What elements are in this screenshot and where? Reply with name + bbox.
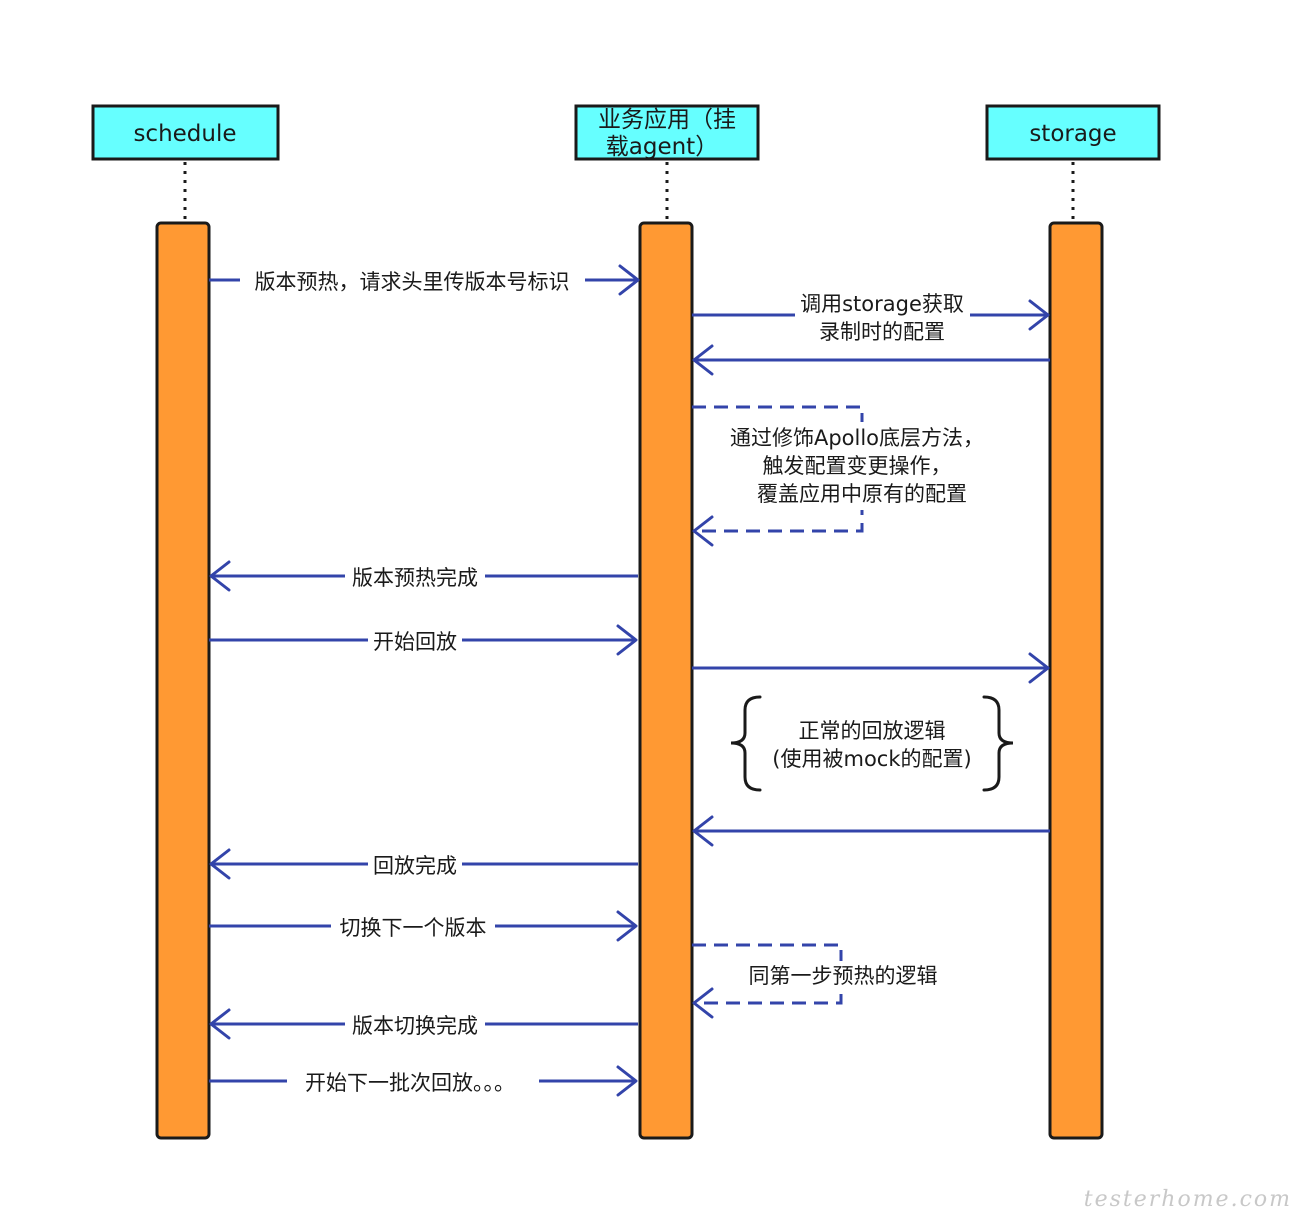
watermark: testerhome.com — [1084, 1187, 1292, 1212]
message-fetch-config-label-line2: 录制时的配置 — [819, 320, 945, 344]
message-fetch-config: 调用storage获取 录制时的配置 — [692, 290, 1050, 350]
message-replay-done: 回放完成 — [209, 848, 638, 880]
message-same-warmup: 同第一步预热的逻辑 — [692, 943, 948, 1019]
message-version-warmup: 版本预热，请求头里传版本号标识 — [209, 264, 640, 296]
message-switch-version: 切换下一个版本 — [209, 910, 638, 942]
message-start-replay: 开始回放 — [209, 624, 638, 656]
actor-app-label-line1: 业务应用（挂 — [598, 107, 736, 133]
note-normal-replay-line2: (使用被mock的配置) — [772, 747, 971, 771]
message-next-batch-label: 开始下一批次回放。。。 — [305, 1071, 515, 1095]
message-start-replay-label: 开始回放 — [373, 630, 457, 654]
message-switch-done-label: 版本切换完成 — [352, 1014, 478, 1038]
message-override-config-label-line1: 通过修饰Apollo底层方法， — [730, 426, 984, 450]
message-override-config-label-line3: 覆盖应用中原有的配置 — [757, 482, 967, 506]
actor-storage-label: storage — [1029, 121, 1116, 147]
message-warmup-done-label: 版本预热完成 — [352, 566, 478, 590]
actor-schedule-label: schedule — [133, 121, 236, 147]
message-next-batch: 开始下一批次回放。。。 — [209, 1065, 638, 1097]
message-override-config: 通过修饰Apollo底层方法， 触发配置变更操作， 覆盖应用中原有的配置 — [692, 405, 994, 547]
message-config-return — [692, 344, 1050, 376]
message-replay-request — [692, 652, 1050, 684]
activation-app — [638, 221, 694, 1140]
message-switch-done: 版本切换完成 — [209, 1008, 638, 1040]
actor-storage: storage — [985, 104, 1161, 161]
left-brace — [730, 695, 762, 792]
message-override-config-label-line2: 触发配置变更操作， — [763, 454, 952, 478]
message-warmup-done: 版本预热完成 — [209, 560, 638, 592]
message-replay-return — [692, 815, 1050, 847]
actor-schedule: schedule — [91, 104, 280, 161]
message-replay-done-label: 回放完成 — [373, 854, 457, 878]
right-brace — [982, 695, 1014, 792]
note-normal-replay: 正常的回放逻辑 (使用被mock的配置) — [730, 695, 1014, 792]
activation-schedule — [155, 221, 211, 1140]
message-same-warmup-label: 同第一步预热的逻辑 — [749, 964, 938, 988]
message-fetch-config-label-line1: 调用storage获取 — [800, 292, 964, 316]
note-normal-replay-line1: 正常的回放逻辑 — [799, 719, 946, 743]
actor-app: 业务应用（挂 载agent） — [574, 104, 760, 161]
message-version-warmup-label: 版本预热，请求头里传版本号标识 — [255, 270, 570, 294]
message-switch-version-label: 切换下一个版本 — [340, 916, 487, 940]
activation-storage — [1048, 221, 1104, 1140]
actor-app-label-line2: 载agent） — [606, 134, 718, 160]
